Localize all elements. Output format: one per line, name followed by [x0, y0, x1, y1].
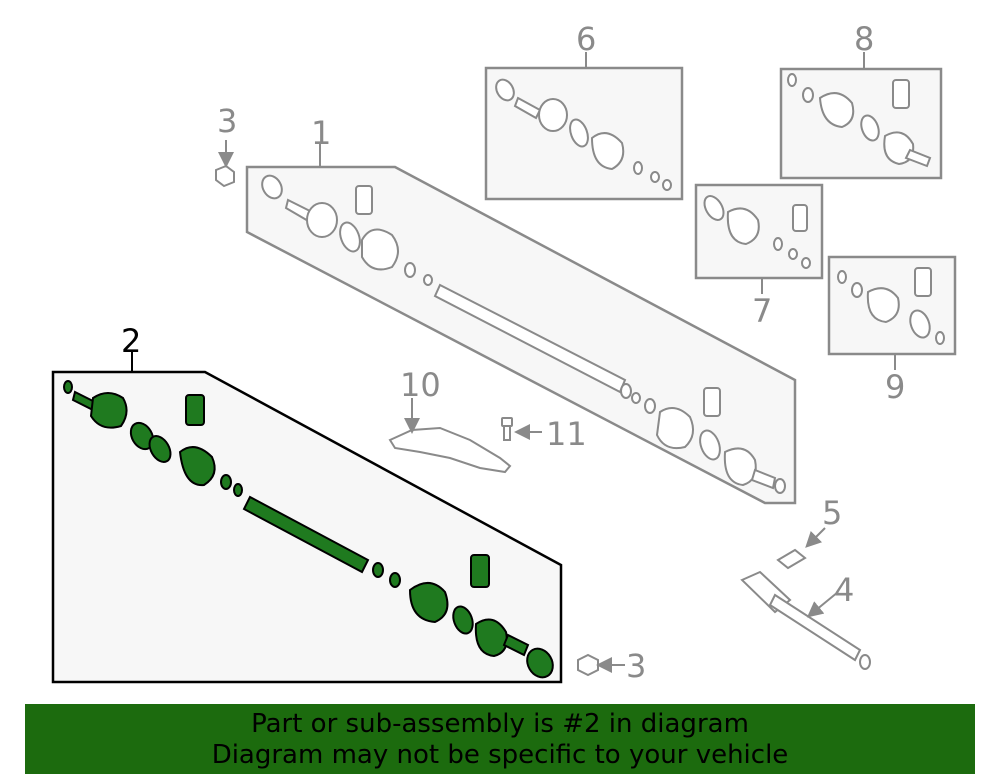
part-4-intermediate-shaft[interactable] — [740, 570, 871, 670]
callout-10: 10 — [400, 366, 441, 404]
callout-7: 7 — [752, 292, 772, 330]
callout-4: 4 — [834, 571, 854, 609]
part-8-inner-joint-kit[interactable] — [779, 52, 943, 180]
part-6-outer-joint-kit[interactable] — [484, 52, 684, 201]
callout-3-top: 3 — [217, 102, 237, 140]
callout-9: 9 — [885, 368, 905, 406]
part-11-bolt[interactable] — [501, 417, 542, 441]
part-5-bolt[interactable] — [776, 527, 826, 570]
part-9-joint-kit[interactable] — [827, 255, 957, 370]
part-3-nut-top[interactable] — [215, 140, 235, 188]
banner-line-2: Diagram may not be specific to your vehi… — [211, 740, 789, 770]
callout-5: 5 — [822, 494, 842, 532]
banner-line-1: Part or sub-assembly is #2 in diagram — [251, 709, 749, 739]
part-10-heat-shield[interactable] — [388, 398, 512, 474]
part-3-nut-bottom[interactable] — [577, 653, 625, 677]
part-7-boot-kit[interactable] — [694, 183, 824, 294]
part-2-axle-highlighted[interactable] — [51, 352, 563, 684]
callout-1: 1 — [311, 114, 331, 152]
callout-2: 2 — [121, 322, 141, 360]
callout-11: 11 — [546, 415, 587, 453]
info-banner: Part or sub-assembly is #2 in diagram Di… — [25, 704, 975, 774]
callout-3-bottom: 3 — [626, 647, 646, 685]
callout-6: 6 — [576, 20, 596, 58]
callout-8: 8 — [854, 20, 874, 58]
part-1-axle-assembly[interactable] — [245, 142, 797, 505]
